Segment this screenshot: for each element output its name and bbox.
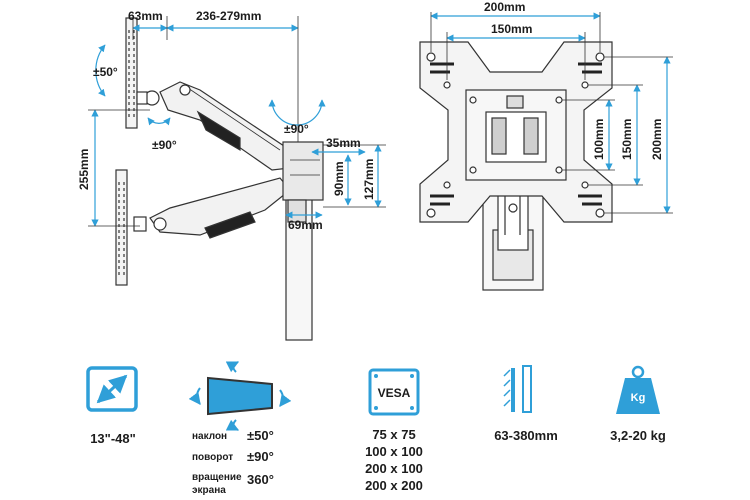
dim-h100: 100mm <box>592 119 606 160</box>
weight-icon-label: Kg <box>631 392 646 404</box>
diagonal-arrow-icon <box>86 366 138 412</box>
side-view-drawing <box>115 17 324 341</box>
screen-size-value: 13"-48" <box>90 431 136 446</box>
motion-tilt-label: наклон <box>192 431 228 442</box>
vesa-value-4: 200 x 200 <box>365 478 423 493</box>
side-dimension-labels: 63mm 236-279mm ±50° ±90° ±90° 255mm 35mm… <box>77 9 376 232</box>
dim-outer-width: 200mm <box>484 0 525 14</box>
vesa-value-1: 75 x 75 <box>372 427 416 442</box>
motion-rotate-value: 360° <box>247 472 274 487</box>
screen-motion-icon <box>188 361 292 431</box>
dim-h150: 150mm <box>620 119 634 160</box>
monitor-plate-upper <box>125 17 138 129</box>
wall-thickness-icon <box>503 365 532 413</box>
dim-h200: 200mm <box>650 119 664 160</box>
motion-swivel-value: ±90° <box>247 449 274 464</box>
dim-inner-width: 150mm <box>491 22 532 36</box>
vesa-value-2: 100 x 100 <box>365 444 423 459</box>
dim-clamp-depth: 35mm <box>326 136 361 150</box>
clamp-top <box>282 141 324 201</box>
load-value: 3,2-20 kg <box>610 428 666 443</box>
motion-rotate-label-1: вращение <box>192 472 242 483</box>
dim-rotate-head: ±90° <box>152 138 177 152</box>
front-dimension-labels: 200mm 150mm 100mm 150mm 200mm <box>484 0 664 160</box>
dim-swivel: ±90° <box>284 122 309 136</box>
vesa-icon-label: VESA <box>378 386 411 400</box>
weight-icon: Kg <box>616 365 660 414</box>
vesa-value-3: 200 x 100 <box>365 461 423 476</box>
thickness-value: 63-380mm <box>494 428 558 443</box>
motion-swivel-label: поворот <box>192 452 234 463</box>
monitor-plate-lower <box>115 169 128 286</box>
motion-tilt-value: ±50° <box>247 428 274 443</box>
side-dimension-lines <box>88 16 386 227</box>
lower-arm <box>149 177 291 236</box>
dim-height-total: 255mm <box>77 149 91 190</box>
dim-tilt: ±50° <box>93 65 118 79</box>
front-dimension-lines <box>430 12 673 214</box>
vesa-icon: VESA <box>368 368 420 416</box>
dim-clamp-w: 69mm <box>288 218 323 232</box>
front-view-drawing <box>419 41 613 291</box>
dim-clamp-h2: 127mm <box>362 159 376 200</box>
dim-clamp-h1: 90mm <box>332 161 346 196</box>
dim-offset: 63mm <box>128 9 163 23</box>
motion-rotate-label-2: экрана <box>192 485 226 496</box>
upper-arm <box>159 81 291 171</box>
dim-reach: 236-279mm <box>196 9 261 23</box>
